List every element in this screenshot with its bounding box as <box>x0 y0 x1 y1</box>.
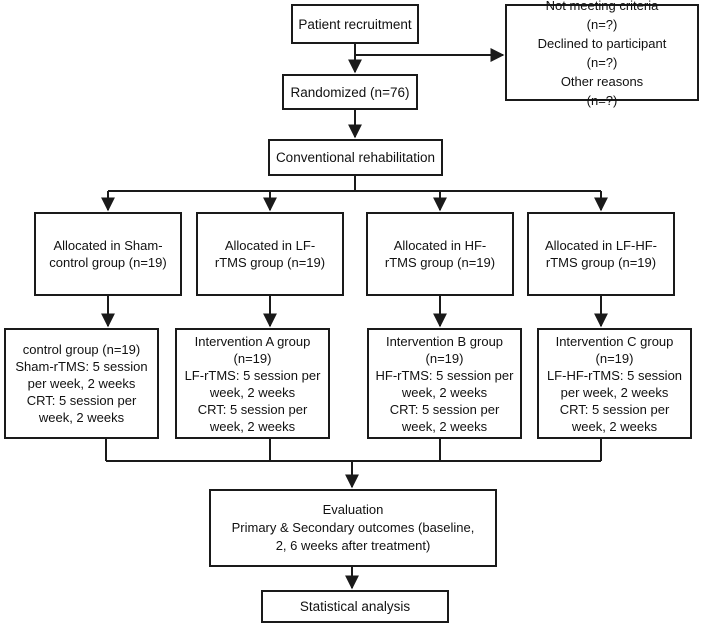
evaluation-line: Primary & Secondary outcomes (baseline, <box>231 520 475 535</box>
intervention-line: week, 2 weeks <box>209 384 296 400</box>
intervention-line: control group (n=19) <box>22 342 141 357</box>
allocation-line: rTMS group (n=19) <box>214 255 326 270</box>
intervention-line: CRT: 5 session per <box>26 393 137 408</box>
intervention-line: (n=19) <box>425 350 464 366</box>
intervention-line: (n=19) <box>595 350 634 366</box>
exclusion-line: Not meeting criteria <box>545 0 659 13</box>
allocation-line: rTMS group (n=19) <box>545 255 657 270</box>
intervention-line: (n=19) <box>233 350 272 366</box>
patient-recruitment-box: Patient recruitment <box>291 4 419 44</box>
randomized-box: Randomized (n=76) <box>282 74 418 110</box>
intervention-line: LF-rTMS: 5 session per <box>184 367 321 383</box>
allocation-box-sham: Allocated in Sham- control group (n=19) <box>34 212 182 296</box>
intervention-box-b: Intervention B group (n=19) HF-rTMS: 5 s… <box>367 328 522 439</box>
allocation-box-lf-hf: Allocated in LF-HF- rTMS group (n=19) <box>527 212 675 296</box>
intervention-line: per week, 2 weeks <box>27 376 136 391</box>
exclusion-line: (n=?) <box>586 92 618 108</box>
intervention-line: week, 2 weeks <box>571 418 658 434</box>
intervention-line: week, 2 weeks <box>401 418 488 434</box>
intervention-line: CRT: 5 session per <box>197 401 308 417</box>
intervention-line: CRT: 5 session per <box>389 401 500 417</box>
allocation-line: Allocated in LF- <box>224 238 316 253</box>
exclusion-box: Not meeting criteria (n=?) Declined to p… <box>505 0 699 108</box>
randomized-label: Randomized (n=76) <box>290 84 410 100</box>
allocation-box-lf: Allocated in LF- rTMS group (n=19) <box>196 212 344 296</box>
allocation-line: Allocated in Sham- <box>53 238 163 253</box>
evaluation-line: 2, 6 weeks after treatment) <box>275 538 431 553</box>
exclusion-line: (n=?) <box>586 16 618 32</box>
allocation-box-hf: Allocated in HF- rTMS group (n=19) <box>366 212 514 296</box>
evaluation-line: Evaluation <box>322 502 384 517</box>
intervention-box-control: control group (n=19) Sham-rTMS: 5 sessio… <box>4 328 159 439</box>
intervention-line: CRT: 5 session per <box>559 401 670 417</box>
allocation-line: Allocated in HF- <box>393 238 487 253</box>
intervention-line: Intervention C group <box>555 333 674 349</box>
intervention-box-a: Intervention A group (n=19) LF-rTMS: 5 s… <box>175 328 330 439</box>
exclusion-line: (n=?) <box>586 54 618 70</box>
patient-recruitment-label: Patient recruitment <box>298 16 412 32</box>
conventional-rehabilitation-box: Conventional rehabilitation <box>268 139 443 176</box>
exclusion-line: Other reasons <box>560 73 644 89</box>
intervention-line: per week, 2 weeks <box>560 384 669 400</box>
intervention-line: LF-HF-rTMS: 5 session <box>546 367 683 383</box>
statistical-analysis-box: Statistical analysis <box>261 590 449 623</box>
conventional-rehabilitation-label: Conventional rehabilitation <box>275 150 436 165</box>
intervention-line: week, 2 weeks <box>401 384 488 400</box>
allocation-line: Allocated in LF-HF- <box>545 238 657 253</box>
allocation-line: rTMS group (n=19) <box>384 255 496 270</box>
intervention-box-c: Intervention C group (n=19) LF-HF-rTMS: … <box>537 328 692 439</box>
intervention-line: Intervention A group <box>194 333 311 349</box>
evaluation-box: Evaluation Primary & Secondary outcomes … <box>209 489 497 567</box>
exclusion-line: Declined to participant <box>537 35 667 51</box>
allocation-line: control group (n=19) <box>49 255 167 270</box>
statistical-analysis-label: Statistical analysis <box>299 599 411 614</box>
intervention-line: week, 2 weeks <box>38 410 125 425</box>
intervention-line: Intervention B group <box>385 333 504 349</box>
intervention-line: Sham-rTMS: 5 session <box>15 359 148 374</box>
intervention-line: week, 2 weeks <box>209 418 296 434</box>
intervention-line: HF-rTMS: 5 session per <box>375 367 514 383</box>
